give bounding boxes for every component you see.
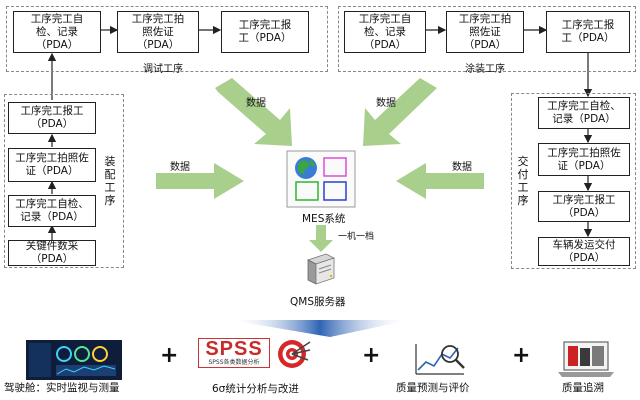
group-label-debug: 调试工序 [143,64,183,75]
tr-box-2: 工序完工拍 照佐证 （PDA） [446,11,524,53]
qms-server-label: QMS服务器 [290,296,346,308]
plus-sign-2: + [362,343,381,368]
bottom-label-six-sigma: 6σ统计分析与改进 [212,383,299,395]
dashboard-screen-icon [26,340,122,380]
tl-box-3: 工序完工报 工（PDA） [221,11,309,53]
data-label-top-left: 数据 [246,98,266,109]
qms-server-icon [306,253,336,285]
link-label: 一机一档 [338,232,375,242]
plus-sign-1: + [160,343,179,368]
l-box-1: 工序完工报工 （PDA） [8,102,96,134]
r-box-3: 工序完工报工 （PDA） [538,191,630,222]
r-box-1: 工序完工自检、 记录（PDA） [538,97,630,129]
prediction-chart-icon [415,344,465,375]
spss-logo-text: SPSS [205,338,263,360]
data-label-right: 数据 [452,162,472,173]
l-box-4: 关键件数采 （PDA） [8,240,96,266]
green-arrow-mes-qms [309,225,333,252]
group-label-delivery: 交付工序 [517,155,529,207]
blue-fan-arrow [230,320,410,337]
tr-box-1: 工序完工自 检、记录 （PDA） [344,11,426,53]
mes-system-icon [286,150,356,208]
green-arrow-left [156,163,244,199]
spss-logo-subtitle: SPSS各类数据分析 [208,359,260,366]
tr-box-3: 工序完工报 工（PDA） [546,11,630,53]
r-box-2: 工序完工拍照佐 证（PDA） [538,143,630,176]
r-box-4: 车辆发运交付 （PDA） [538,237,630,266]
green-arrow-right [396,163,484,199]
spss-logo: SPSS SPSS各类数据分析 [198,338,270,368]
group-debug-process [6,6,328,72]
l-box-2: 工序完工拍照佐 证（PDA） [8,148,96,182]
group-label-paint: 涂装工序 [465,64,505,75]
group-paint-process [338,6,636,72]
plus-sign-3: + [512,343,531,368]
data-label-left: 数据 [170,162,190,173]
green-arrow-top-right [363,78,437,146]
l-box-3: 工序完工自检、 记录（PDA） [8,195,96,227]
traceability-laptop-icon [558,341,614,377]
tl-box-1: 工序完工自 检、记录 （PDA） [13,11,101,53]
group-delivery-process [511,93,636,269]
group-assembly-process [4,94,124,268]
bottom-label-prediction: 质量预测与评价 [396,382,470,394]
group-label-assembly: 装配工序 [104,155,116,207]
target-icon [278,340,311,368]
mes-system-label: MES系统 [302,213,346,225]
data-label-top-right: 数据 [376,98,396,109]
tl-box-2: 工序完工拍 照佐证 （PDA） [117,11,199,53]
bottom-label-dashboard: 驾驶舱：实时监视与测量 [4,382,120,394]
bottom-label-traceability: 质量追溯 [562,382,604,394]
green-arrow-top-left [215,78,292,146]
